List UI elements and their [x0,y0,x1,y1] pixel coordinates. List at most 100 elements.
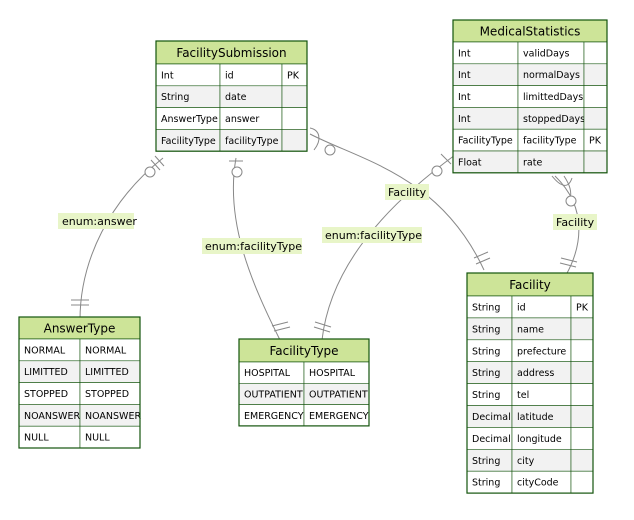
attribute-text: STOPPED [85,389,129,400]
attribute-cell [583,63,608,86]
entity-title: FacilityType [269,344,338,358]
attribute-text: latitude [517,412,554,423]
marker-ftype-right-end [313,321,332,333]
label-stats-facility: Facility [553,214,597,230]
attribute-text: AnswerType [161,114,218,125]
label-text-sub-facility: Facility [388,186,427,199]
edge-statistics-facilitytype [321,154,456,341]
attribute-text: id [517,302,526,313]
attribute-text: PK [589,136,602,147]
attribute-text: LIMITTED [24,367,68,378]
attribute-text: Int [458,48,471,59]
attribute-text: Float [458,157,482,168]
marker-submission-answer [144,155,165,178]
attribute-text: PK [576,302,589,313]
attribute-text: id [225,70,234,81]
attribute-text: stoppedDays [523,114,585,125]
label-stats-ftype: enum:facilityType [322,227,422,243]
entity-title: FacilitySubmission [176,46,286,60]
attribute-text: STOPPED [24,389,68,400]
marker-submission-ftype [229,160,243,178]
attribute-text: longitude [517,434,562,445]
label-text-sub-ftype: enum:facilityType [205,240,302,253]
attribute-cell [570,470,594,494]
attribute-text: String [472,456,500,467]
attribute-cell [583,107,608,130]
attribute-text: EMERGENCY [309,411,369,422]
attribute-text: answer [225,114,259,125]
attribute-text: normalDays [523,70,580,81]
attribute-cell [570,405,594,428]
attribute-text: NORMAL [85,345,127,356]
attribute-text: facilityType [523,136,577,147]
attribute-text: String [472,302,500,313]
attribute-text: facilityType [225,136,279,147]
entity-border [466,272,594,494]
entity-border [18,316,141,449]
attribute-text: city [517,456,535,467]
edge-submission-facility [309,133,485,271]
attribute-text: name [517,324,544,335]
attribute-text: limittedDays [523,92,583,103]
attribute-text: tel [517,390,529,401]
attribute-text: NULL [24,433,49,444]
attribute-cell [570,383,594,406]
attribute-text: NOANSWER [24,411,80,422]
attribute-cell [583,41,608,65]
entity-border [155,40,308,152]
attribute-cell [281,85,308,108]
label-sub-facility: Facility [385,184,429,200]
attribute-text: prefecture [517,346,566,357]
attribute-text: Decimal [472,434,511,445]
attribute-text: HOSPITAL [244,368,291,379]
attribute-text: Int [161,70,174,81]
attribute-text: Decimal [472,412,511,423]
attribute-text: NOANSWER [85,411,141,422]
attribute-text: NORMAL [24,345,66,356]
attribute-text: String [472,390,500,401]
attribute-text: FacilityType [458,136,513,147]
attribute-cell [570,317,594,341]
attribute-cell [570,448,594,472]
attribute-text: PK [287,70,300,81]
entity-title: Facility [509,278,551,292]
attribute-text: date [225,92,247,103]
edge-submission-answertype [79,157,164,321]
attribute-text: FacilityType [161,136,216,147]
attribute-text: String [472,346,500,357]
marker-facility-right-end [559,257,578,268]
attribute-cell [583,85,608,108]
attribute-text: Int [458,114,471,125]
attribute-text: address [517,368,554,379]
attribute-cell [570,361,594,384]
label-text-stats-ftype: enum:facilityType [325,229,422,242]
entity-border [452,19,608,174]
marker-ftype-left-end [271,321,291,332]
entity-title: MedicalStatistics [480,25,581,39]
attribute-text: validDays [523,48,570,59]
attribute-text: NULL [85,433,110,444]
attribute-text: Int [458,92,471,103]
attribute-cell [570,339,594,362]
marker-submission-facility [309,127,336,156]
attribute-text: rate [523,157,542,168]
relationship-labels: enum:answer enum:facilityType Facility e… [58,184,597,254]
marker-statistics-facility [551,175,577,207]
attribute-text: String [472,368,500,379]
attribute-text: EMERGENCY [244,411,304,422]
label-text-stats-facility: Facility [556,216,595,229]
marker-statistics-ftype [431,153,452,177]
attribute-text: Int [458,70,471,81]
attribute-text: String [472,478,500,489]
attribute-text: String [161,92,189,103]
attribute-cell [281,129,308,152]
label-sub-answer: enum:answer [58,213,137,229]
entity-title: AnswerType [44,322,116,336]
